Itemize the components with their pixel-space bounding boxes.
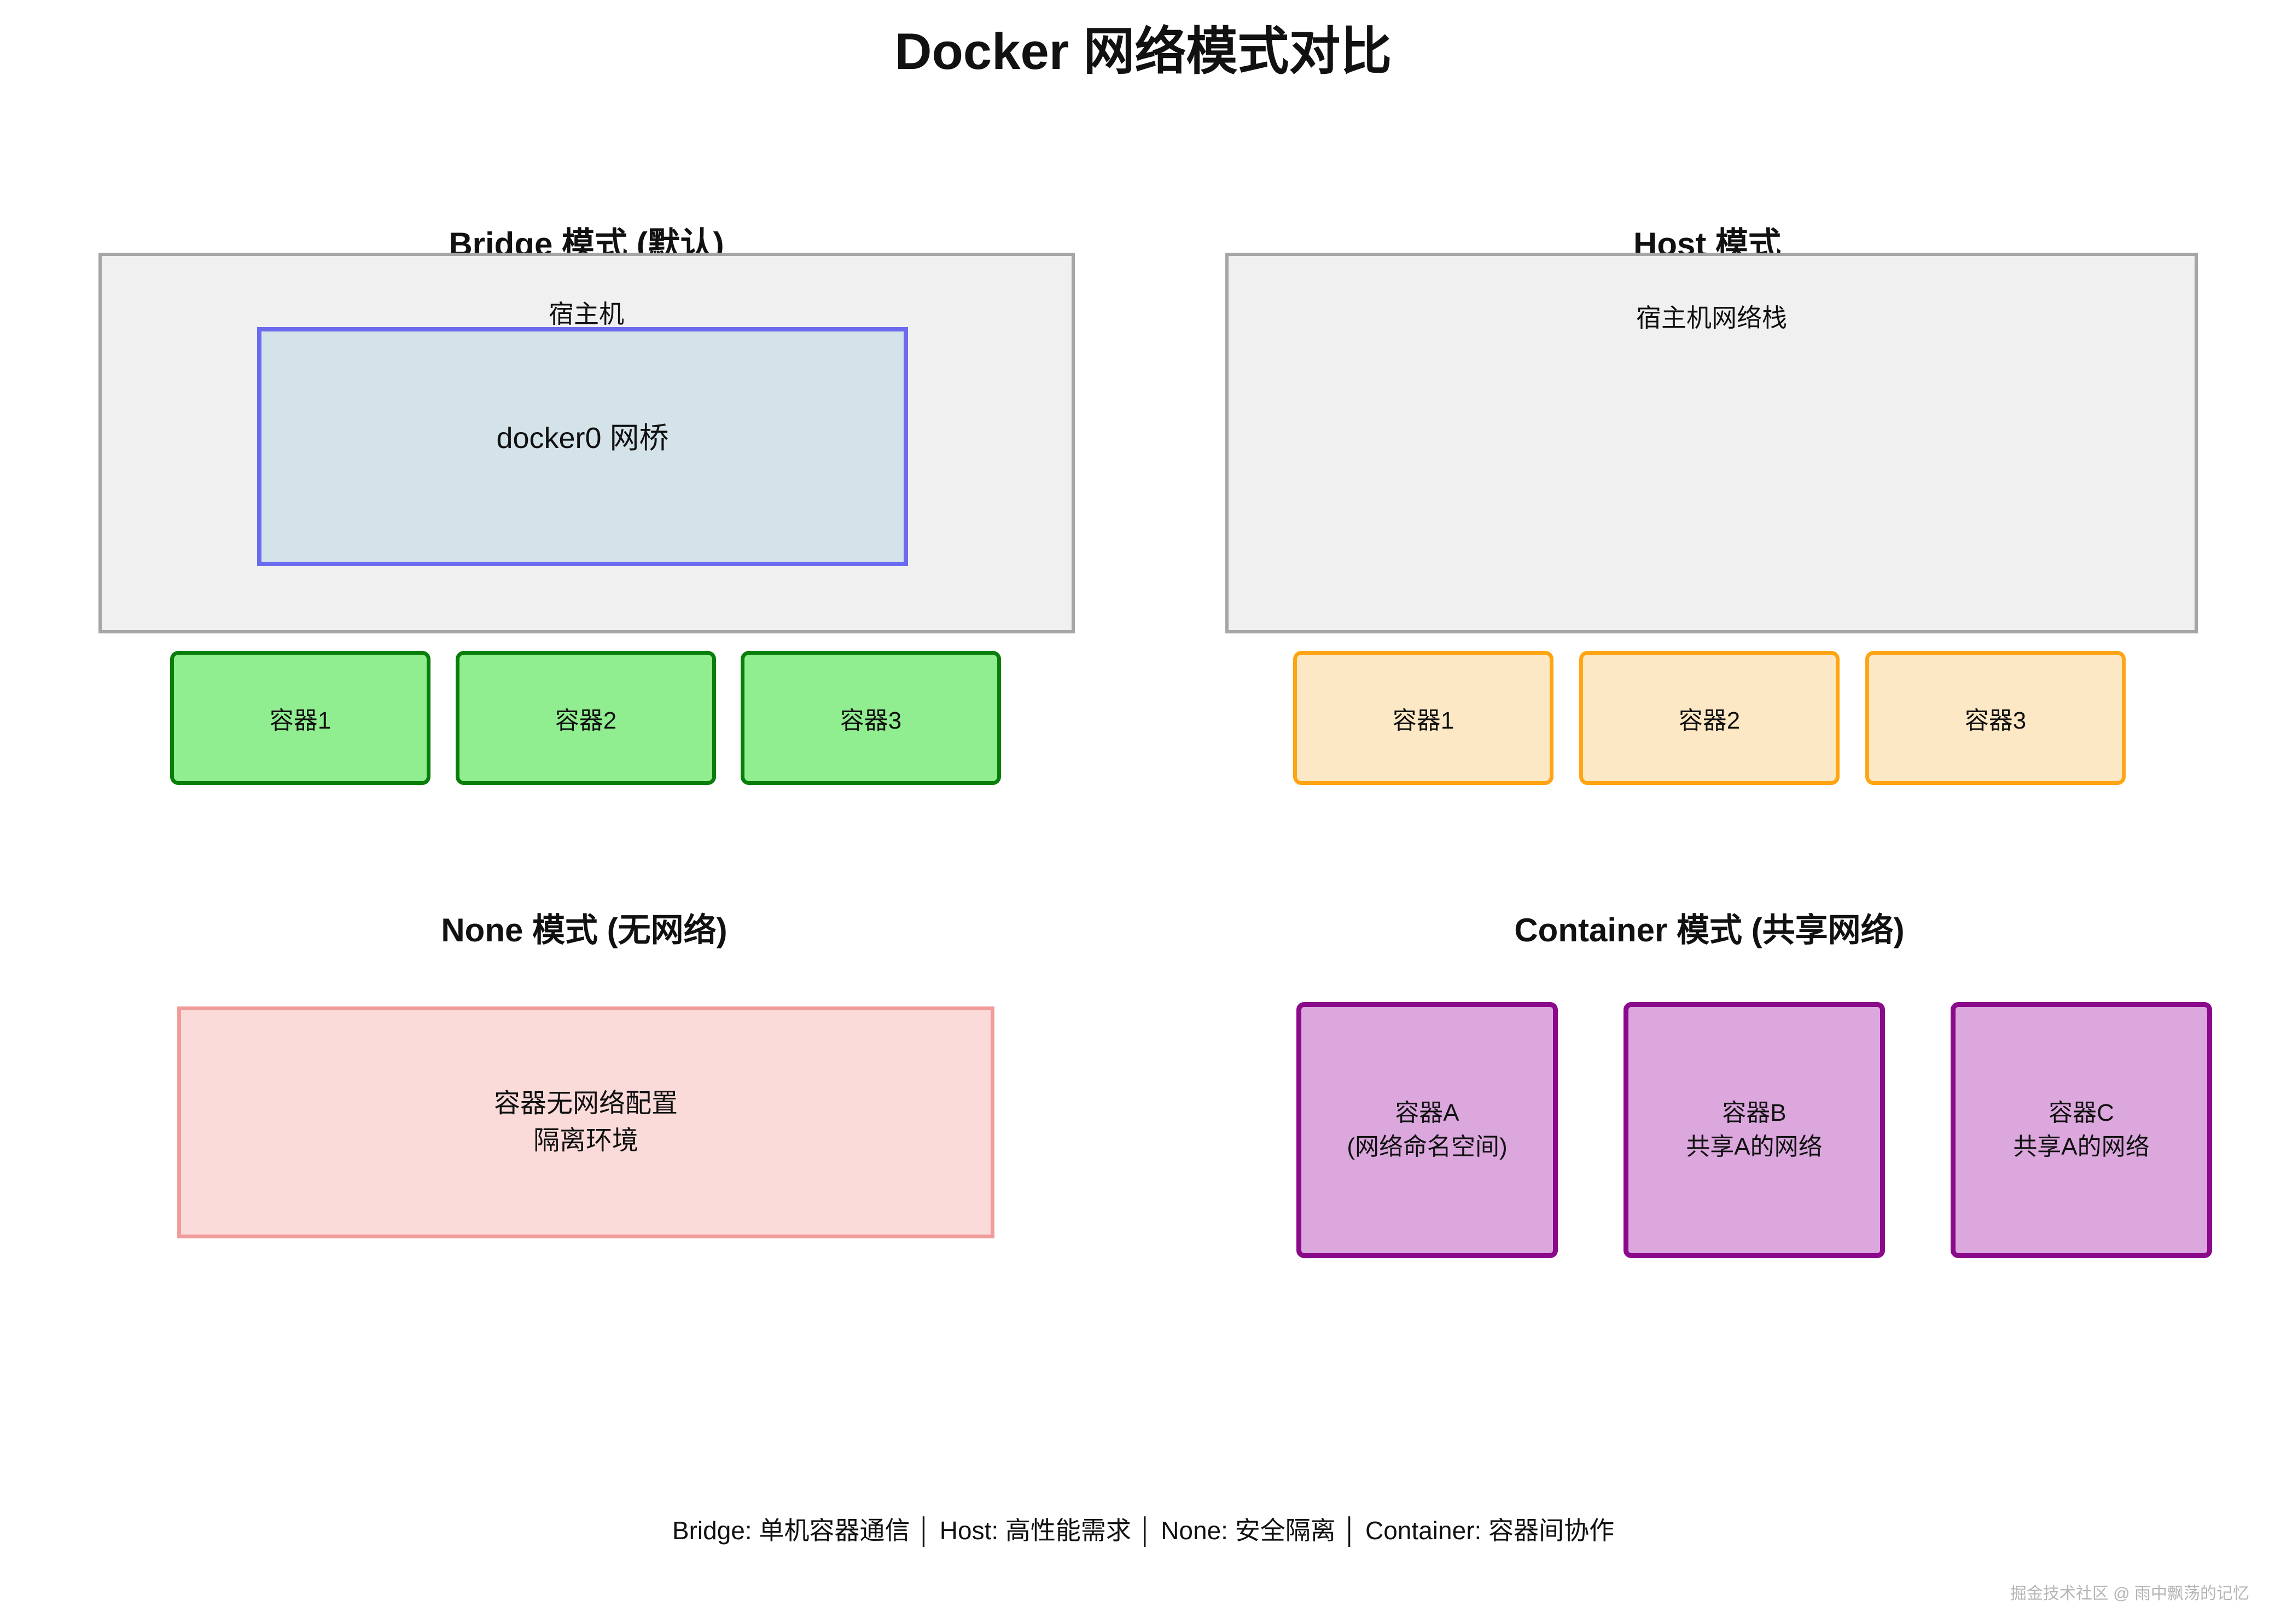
shared-container-c-note: 共享A的网络 — [2013, 1133, 2150, 1160]
container-section-title: Container 模式 (共享网络) — [1514, 912, 1905, 948]
docker0-bridge-box — [257, 327, 908, 566]
host-container-1: 容器1 — [1293, 651, 1553, 785]
none-box-line-2: 隔离环境 — [533, 1126, 638, 1155]
bridge-host-label: 宿主机 — [549, 300, 624, 328]
shared-container-b: 容器B 共享A的网络 — [1624, 1002, 1885, 1258]
none-isolated-box: 容器无网络配置 隔离环境 — [177, 1006, 994, 1238]
shared-container-c-name: 容器C — [2049, 1099, 2114, 1126]
host-container-3: 容器3 — [1865, 651, 2126, 785]
shared-container-a: 容器A (网络命名空间) — [1296, 1002, 1558, 1258]
shared-container-a-name: 容器A — [1395, 1099, 1459, 1126]
footer-legend: Bridge: 单机容器通信 │ Host: 高性能需求 │ None: 安全隔… — [672, 1516, 1615, 1545]
host-network-stack-label: 宿主机网络栈 — [1636, 304, 1787, 332]
host-container-1-label: 容器1 — [1392, 707, 1454, 734]
bridge-container-3-label: 容器3 — [840, 707, 902, 734]
bridge-container-1-label: 容器1 — [269, 707, 331, 734]
shared-container-b-note: 共享A的网络 — [1686, 1133, 1823, 1160]
shared-container-a-note: (网络命名空间) — [1347, 1133, 1508, 1160]
bridge-container-1: 容器1 — [170, 651, 430, 785]
page-title: Docker 网络模式对比 — [894, 22, 1392, 80]
host-container-2: 容器2 — [1579, 651, 1840, 785]
none-section-title: None 模式 (无网络) — [441, 912, 728, 948]
docker0-bridge-label: docker0 网桥 — [496, 422, 669, 455]
none-box-line-1: 容器无网络配置 — [493, 1089, 678, 1118]
host-container-2-label: 容器2 — [1678, 707, 1741, 734]
host-container-3-label: 容器3 — [1964, 707, 2027, 734]
host-network-stack-box — [1225, 253, 2198, 633]
shared-container-b-name: 容器B — [1722, 1099, 1787, 1126]
watermark: 掘金技术社区 @ 雨中飘荡的记忆 — [2010, 1585, 2249, 1603]
shared-container-c: 容器C 共享A的网络 — [1951, 1002, 2212, 1258]
bridge-container-3: 容器3 — [741, 651, 1001, 785]
bridge-container-2: 容器2 — [456, 651, 716, 785]
bridge-container-2-label: 容器2 — [555, 707, 617, 734]
